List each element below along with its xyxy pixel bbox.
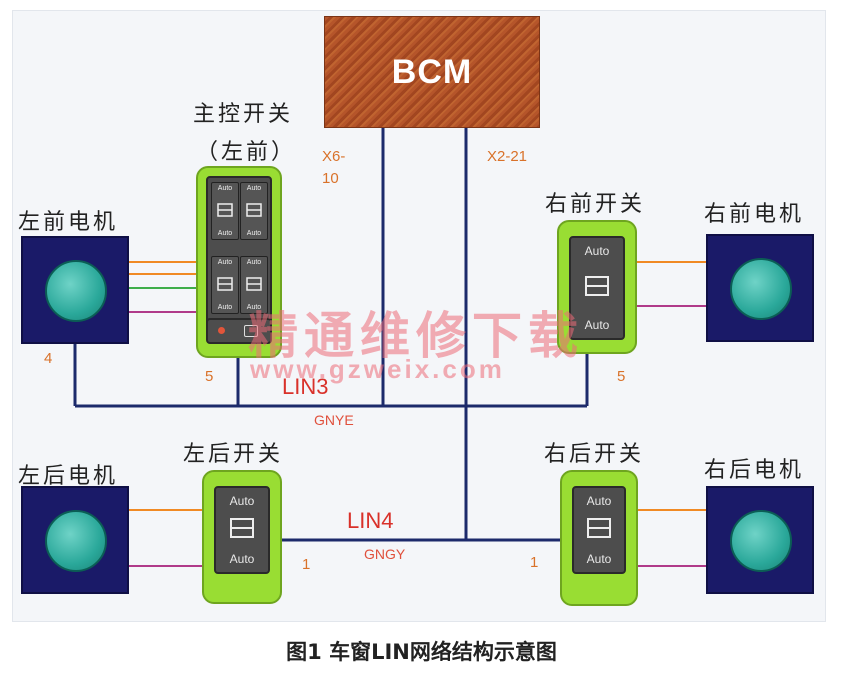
connector-left-label: X6- 10 [322,148,346,187]
window-icon [230,518,254,538]
right-front-motor-title: 右前电机 [704,202,805,227]
right-rear-switch-title: 右后开关 [544,442,645,467]
master-mini-3-auto-top: Auto [217,259,233,266]
left-rear-auto-bottom: Auto [229,552,255,566]
indicator-light-icon [218,327,225,334]
master-switch-panel: Auto Auto Auto Auto Auto Auto Auto Auto [206,176,272,342]
left-rear-switch: Auto Auto [202,470,282,604]
master-mini-switch-4: Auto Auto [240,256,268,314]
left-rear-motor-title: 左后电机 [18,464,119,489]
lin4-label: LIN4 [347,508,394,533]
left-front-motor [21,236,129,344]
master-switch: Auto Auto Auto Auto Auto Auto Auto Auto [196,166,282,358]
right-rear-switch-pin: 1 [530,554,539,571]
right-front-switch-pin: 5 [617,368,626,385]
master-lock-panel [206,318,272,344]
right-front-motor [706,234,814,342]
right-rear-switch-panel: Auto Auto [572,486,626,574]
left-front-motor-pin: 4 [44,350,53,367]
bcm-module: BCM [324,16,540,128]
master-mini-switch-2: Auto Auto [240,182,268,240]
lock-button-icon [244,325,258,337]
right-front-switch-title: 右前开关 [545,192,646,217]
lin3-label: LIN3 [282,374,329,399]
right-rear-motor [706,486,814,594]
master-mini-3-auto-bottom: Auto [217,304,233,311]
right-rear-auto-bottom: Auto [586,552,612,566]
figure-caption: 图1 车窗LIN网络结构示意图 [286,640,557,664]
motor-disc-icon [730,510,792,572]
right-front-switch: Auto Auto [557,220,637,354]
bcm-label: BCM [391,52,473,91]
master-mini-switch-1: Auto Auto [211,182,239,240]
window-icon [587,518,611,538]
right-rear-switch: Auto Auto [560,470,638,606]
lin4-wire-code: GNGY [364,546,406,562]
window-icon [217,277,233,291]
right-rear-motor-title: 右后电机 [704,458,805,483]
master-mini-2-auto-top: Auto [246,185,262,192]
master-mini-1-auto-bottom: Auto [217,230,233,237]
motor-disc-icon [45,510,107,572]
master-mini-1-auto-top: Auto [217,185,233,192]
master-switch-subtitle: （左前） [196,140,297,165]
motor-disc-icon [730,258,792,320]
left-rear-switch-panel: Auto Auto [214,486,270,574]
window-icon [585,276,609,296]
right-rear-auto-top: Auto [586,494,612,508]
master-mini-2-auto-bottom: Auto [246,230,262,237]
window-icon [217,203,233,217]
left-front-motor-title: 左前电机 [18,210,119,235]
right-front-switch-panel: Auto Auto [569,236,625,340]
motor-disc-icon [45,260,107,322]
master-mini-4-auto-top: Auto [246,259,262,266]
right-front-auto-top: Auto [584,244,610,258]
left-rear-motor [21,486,129,594]
left-rear-switch-title: 左后开关 [183,442,284,467]
watermark-url: www.gzweix.com [250,354,505,384]
connector-right-label: X2-21 [487,148,528,165]
window-icon [246,277,262,291]
master-switch-title: 主控开关 [193,102,294,127]
left-rear-auto-top: Auto [229,494,255,508]
master-switch-pin: 5 [205,368,214,385]
left-rear-switch-pin: 1 [302,556,311,573]
watermark-text: 精通维修下载 [248,307,584,365]
master-mini-switch-3: Auto Auto [211,256,239,314]
master-mini-4-auto-bottom: Auto [246,304,262,311]
window-icon [246,203,262,217]
lin3-wire-code: GNYE [314,412,354,428]
right-front-auto-bottom: Auto [584,318,610,332]
